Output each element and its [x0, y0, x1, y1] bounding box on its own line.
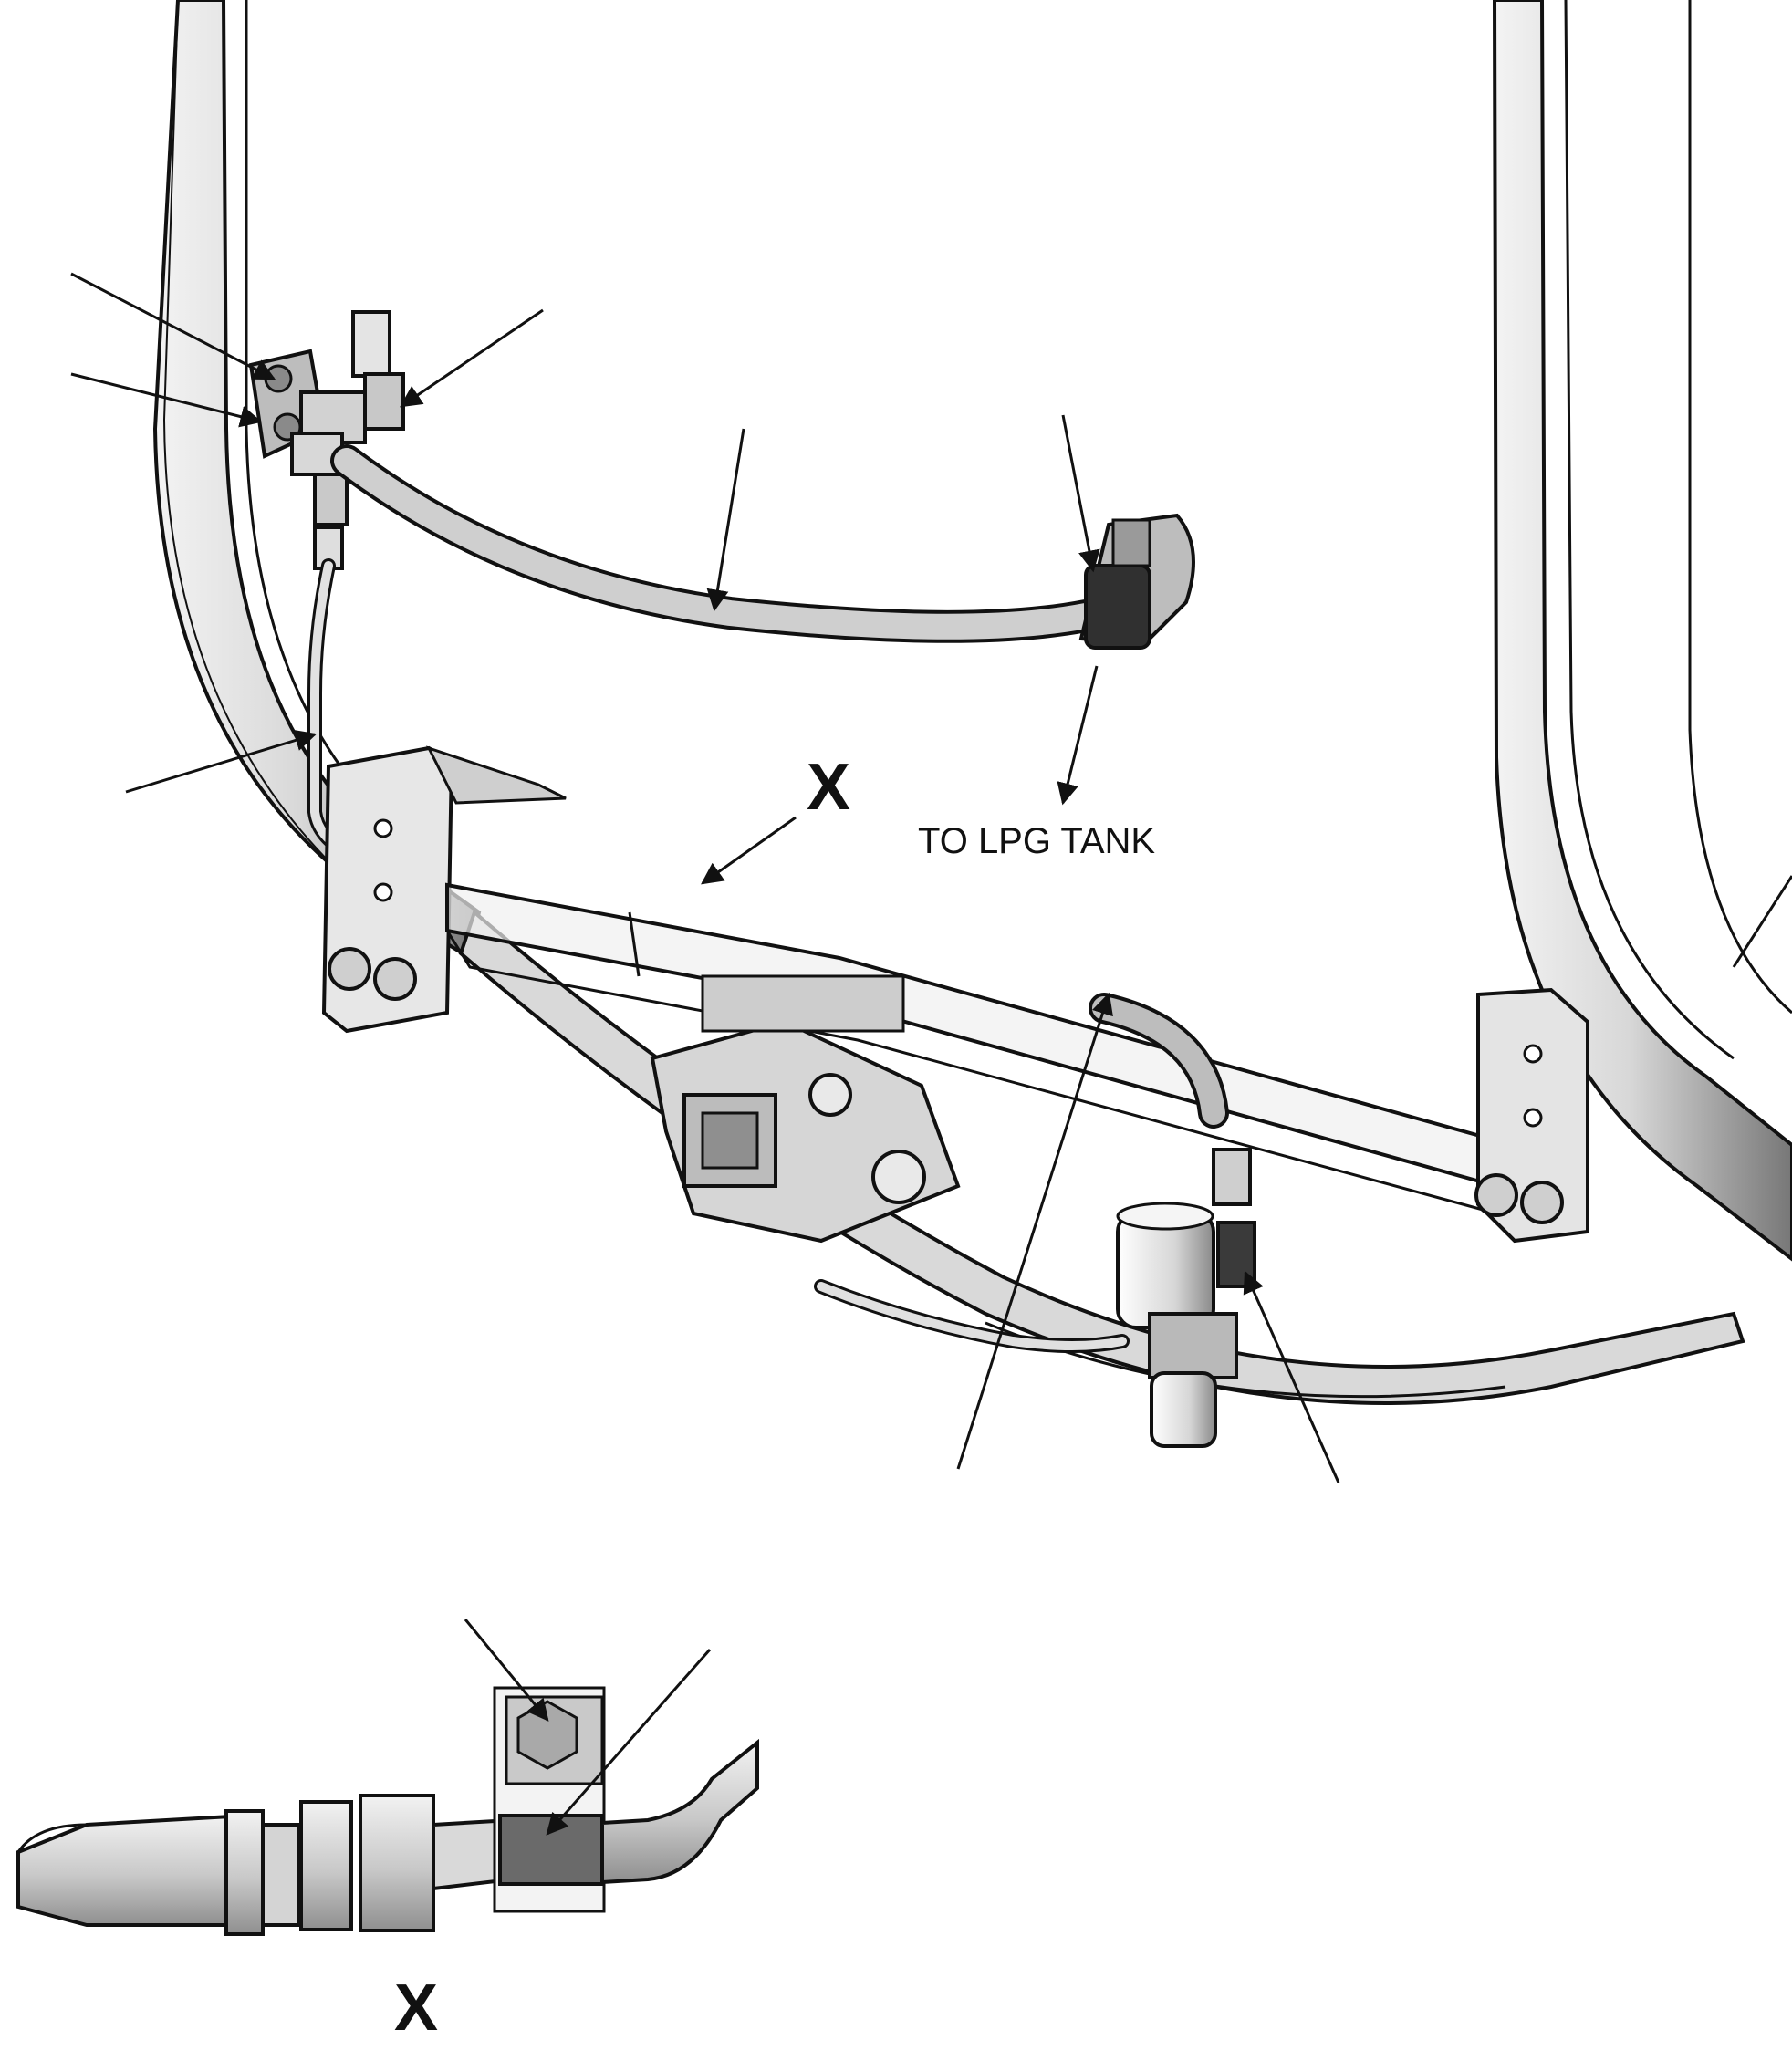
callout-bracket-lower [70, 372, 263, 428]
upper-mounting-bracket [248, 310, 405, 570]
callout-hose [706, 428, 745, 612]
lpg-supply-hose [330, 444, 1102, 643]
callout-fitting [400, 308, 544, 408]
detail-x-title: X [394, 1972, 439, 2045]
callout-detail-clamp [546, 1649, 712, 1836]
to-lpg-tank-label: TO LPG TANK [918, 821, 1156, 861]
callout-view-x [701, 816, 797, 885]
callout-feed-line [125, 729, 318, 794]
return-hose [1089, 993, 1229, 1129]
callout-leaders [70, 272, 1340, 1483]
callout-solenoid [1243, 1270, 1340, 1483]
regulator-mount-bracket [321, 745, 567, 1034]
right-mount-bracket [1474, 987, 1589, 1244]
detail-view-x [16, 1619, 759, 1936]
lower-hose-routing [814, 1279, 1130, 1353]
callout-detail-bolt [464, 1619, 549, 1722]
tank-quick-connect [1078, 513, 1195, 650]
vaporizer-regulator [650, 974, 961, 1244]
right-frame-upright [1492, 0, 1792, 1262]
callout-connector [1061, 414, 1100, 573]
lockoff-filter-canister [1116, 1148, 1256, 1448]
callout-return-hose [956, 992, 1113, 1470]
callout-bracket-upper [70, 272, 276, 380]
callout-to-tank [1057, 665, 1099, 806]
view-x-marker: X [807, 751, 851, 824]
